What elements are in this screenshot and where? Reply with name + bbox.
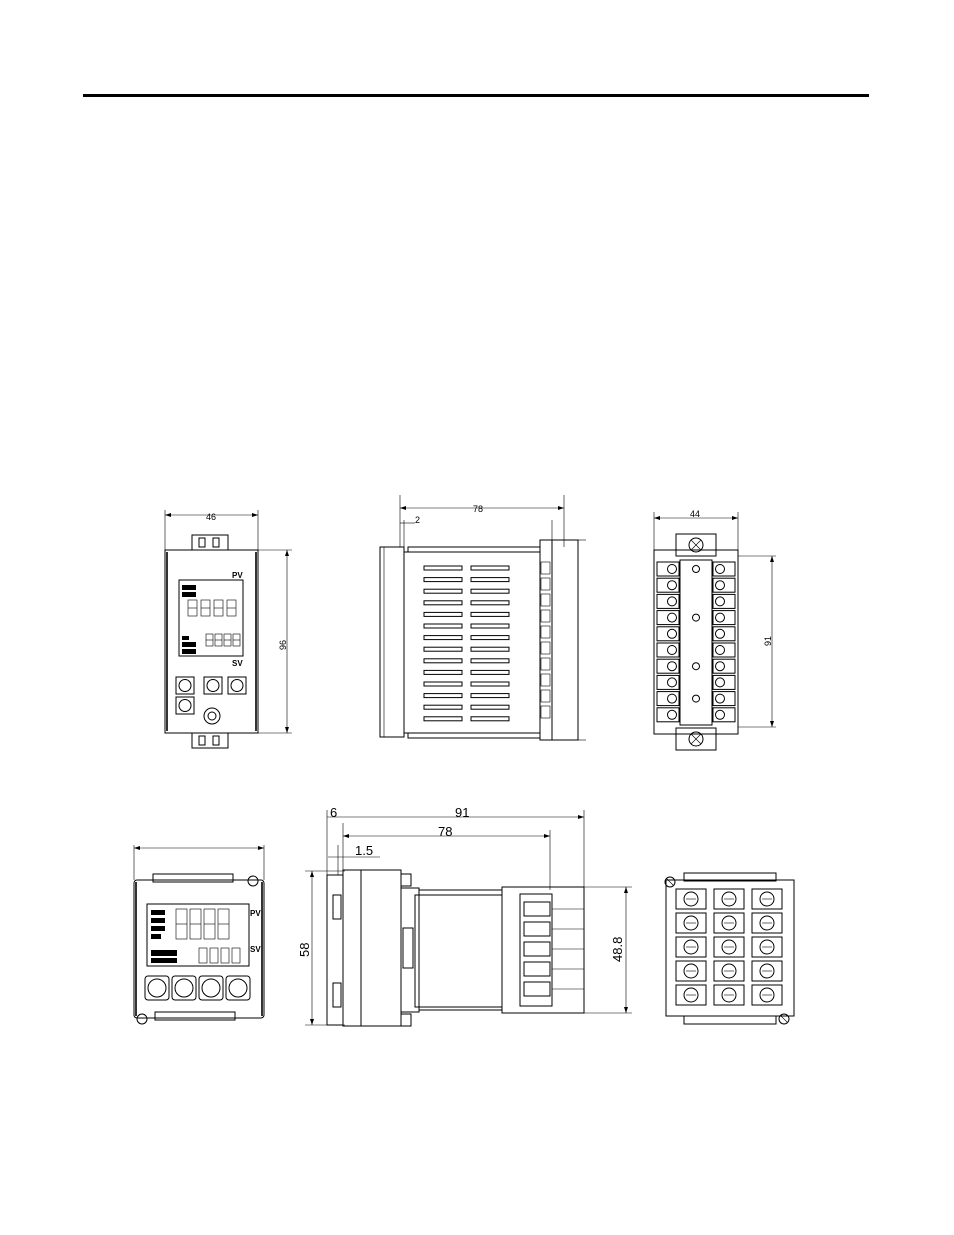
- terminal-block: [524, 942, 550, 956]
- terminal-screw: [668, 662, 677, 671]
- terminal-hole: [693, 663, 700, 670]
- dim-front96-height: 96: [278, 640, 288, 650]
- vent-slot: [424, 612, 462, 616]
- terminal-screw: [668, 629, 677, 638]
- vent-slot: [424, 566, 462, 570]
- side-view-96: 78 2: [380, 495, 586, 740]
- side-view-48-terminals: [524, 902, 584, 996]
- vent-slot: [471, 647, 509, 651]
- terminal-block: [524, 902, 550, 916]
- vent-slot: [424, 624, 462, 628]
- side-view-96-vents: [424, 566, 509, 721]
- vent-slot: [471, 578, 509, 582]
- vent-slot: [471, 566, 509, 570]
- dim-side48-panel: 6: [330, 805, 337, 820]
- front-view-96: 46 96: [165, 510, 292, 748]
- dim-front96-width: 46: [206, 512, 216, 522]
- vent-slot: [471, 659, 509, 663]
- terminal-screw: [668, 597, 677, 606]
- sv-label: SV: [232, 659, 243, 668]
- vent-slot: [424, 578, 462, 582]
- vent-slot: [424, 705, 462, 709]
- terminal-screw: [668, 581, 677, 590]
- terminal-screw: [716, 597, 725, 606]
- vent-slot: [424, 647, 462, 651]
- terminal-screw: [716, 646, 725, 655]
- terminal-screw: [668, 694, 677, 703]
- dim-side96-length: 78: [473, 504, 483, 514]
- terminal-block: [524, 922, 550, 936]
- dim-side48-body-height: 48.8: [610, 937, 625, 962]
- vent-slot: [471, 670, 509, 674]
- vent-slot: [471, 636, 509, 640]
- vent-slot: [471, 601, 509, 605]
- terminal-screw: [668, 565, 677, 574]
- front-view-48: PV SV: [134, 845, 264, 1024]
- terminal-hole: [693, 695, 700, 702]
- terminal-screw: [716, 710, 725, 719]
- terminal-screw: [716, 565, 725, 574]
- dim-rear96-height: 91: [763, 636, 773, 646]
- terminal-screw: [716, 678, 725, 687]
- terminal-screw: [716, 613, 725, 622]
- vent-slot: [471, 694, 509, 698]
- vent-slot: [471, 612, 509, 616]
- vent-slot: [424, 601, 462, 605]
- terminal-screw: [668, 710, 677, 719]
- terminal-screw: [716, 629, 725, 638]
- dim-side48-offset: 1.5: [355, 843, 373, 858]
- vent-slot: [424, 717, 462, 721]
- pv-label: PV: [232, 571, 243, 580]
- dim-side48-height: 58: [297, 943, 312, 957]
- vent-slot: [471, 682, 509, 686]
- vent-slot: [424, 670, 462, 674]
- terminal-block: [524, 962, 550, 976]
- vent-slot: [471, 705, 509, 709]
- vent-slot: [424, 682, 462, 686]
- terminal-hole: [693, 566, 700, 573]
- vent-slot: [424, 589, 462, 593]
- terminal-screw: [668, 678, 677, 687]
- vent-slot: [471, 717, 509, 721]
- terminal-screw: [668, 646, 677, 655]
- terminal-hole: [693, 614, 700, 621]
- dim-rear96-width: 44: [690, 509, 700, 519]
- pv-label-48: PV: [250, 909, 261, 918]
- dim-side96-offset: 2: [415, 515, 420, 525]
- terminal-screw: [716, 662, 725, 671]
- vent-slot: [424, 694, 462, 698]
- vent-slot: [424, 659, 462, 663]
- side-view-48: 91 6 78 1.5 58 48.8: [297, 805, 632, 1026]
- rear-view-48-terminals: [676, 889, 782, 1005]
- terminal-screw: [668, 613, 677, 622]
- vent-slot: [471, 624, 509, 628]
- vent-slot: [471, 589, 509, 593]
- terminal-screw: [716, 694, 725, 703]
- terminal-screw: [716, 581, 725, 590]
- dim-side48-body: 78: [438, 824, 452, 839]
- dim-side48-total: 91: [455, 805, 469, 820]
- terminal-block: [524, 982, 550, 996]
- sv-label-48: SV: [250, 945, 261, 954]
- vent-slot: [424, 636, 462, 640]
- rear-view-96-terminals: [657, 562, 735, 722]
